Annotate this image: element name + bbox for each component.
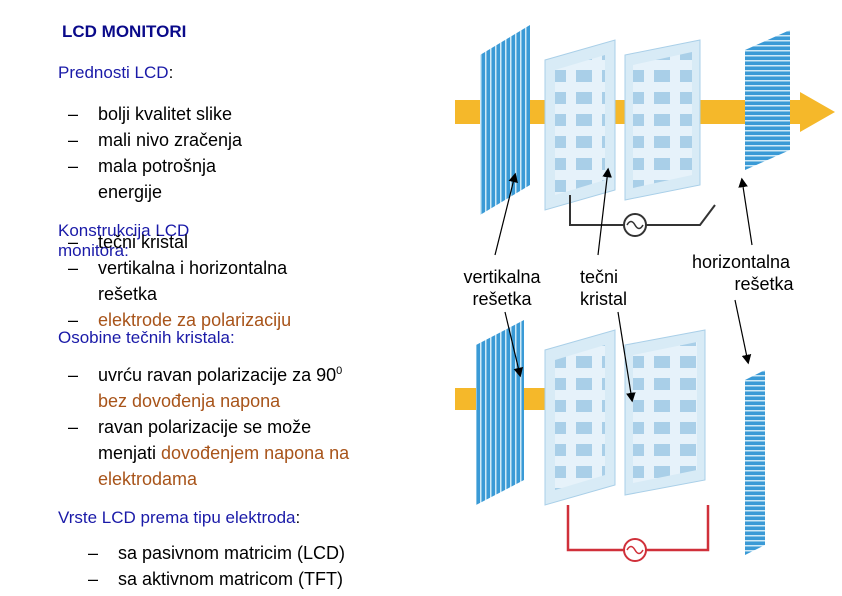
construction-heading: Konstrukcija LCD monitora: [58,221,190,260]
properties-list: –uvrću ravan polarizacije za 900 bez dov… [68,358,349,492]
pointer-crystal-up [597,167,612,256]
label-vertical-grating: vertikalna rešetka [463,267,541,309]
list-item: –ravan polarizacije se može [68,417,312,437]
page-title: LCD MONITORI [62,22,187,41]
bottom-assembly [455,320,765,562]
advantages-heading: Prednosti LCD: [58,63,174,82]
label-horizontal-grating: horizontalna rešetka [691,252,794,294]
pointer-vertical-up [494,172,518,256]
properties-heading: Osobine tečnih kristala: [58,328,235,347]
list-item: –sa aktivnom matricom (TFT) [88,569,344,589]
top-assembly [455,25,835,237]
list-item: –uvrću ravan polarizacije za 900 [68,365,343,385]
list-item: –mala potrošnja [68,156,217,176]
vertical-grating-top [480,25,530,215]
list-item: –bolji kvalitet slike [68,104,233,124]
list-item: –tečni kristal [68,232,189,252]
list-item: rešetka [98,284,158,304]
pointer-horizontal-down [734,299,752,365]
list-item: bez dovođenja napona [98,391,281,411]
construction-list: –tečni kristal –vertikalna i horizontaln… [68,229,291,333]
advantages-heading-text: Prednosti LCD [58,63,169,82]
pointer-horizontal-up [738,177,753,246]
label-liquid-crystal: tečni kristal [580,267,628,309]
electrode-cells-top-2 [633,52,692,188]
electrode-cells-top-1 [555,55,605,195]
vertical-grating-bottom [476,320,524,505]
list-item: elektrodama [98,469,198,489]
list-item: –mali nivo zračenja [68,130,243,150]
pointer-crystal-down [617,311,636,403]
types-heading: Vrste LCD prema tipu elektroda: [58,508,301,527]
list-item: energije [98,182,163,202]
list-item: –vertikalna i horizontalna [68,258,288,278]
electrode-cells-bottom-1 [555,345,605,490]
pointer-vertical-down [504,311,524,378]
list-item: –sa pasivnom matricim (LCD) [88,543,346,563]
beam-arrow-head [800,92,835,132]
list-item: menjati dovođenjem napona na [98,443,350,463]
types-list: –sa pasivnom matricim (LCD) –sa aktivnom… [88,540,345,592]
horizontal-grating-bottom [745,370,765,555]
electrode-cells-bottom-2 [633,342,697,483]
horizontal-grating-top [745,30,790,170]
advantages-list: –bolji kvalitet slike –mali nivo zračenj… [68,101,242,205]
list-item: –elektrode za polarizaciju [68,310,292,330]
